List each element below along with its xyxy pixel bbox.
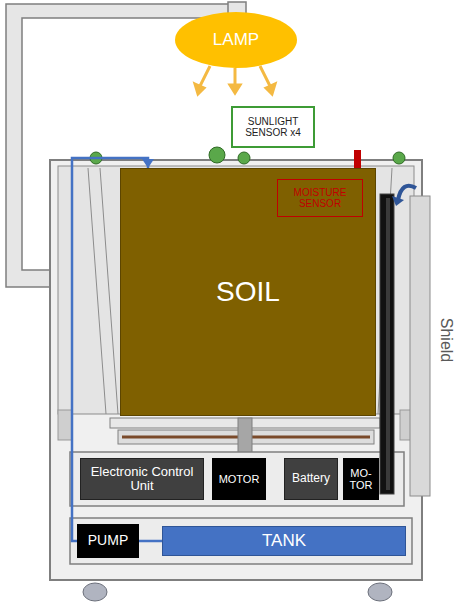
pipe-connector: [139, 541, 162, 542]
lamp-ellipse: LAMP: [175, 12, 297, 68]
node-label: Electronic Control Unit: [84, 465, 200, 494]
sensor-box: MOISTURE SENSOR: [277, 179, 363, 217]
pump-box: PUMP: [77, 524, 139, 558]
node-label: MO- TOR: [347, 467, 375, 491]
battery-box: Battery: [284, 458, 338, 500]
control-unit-box: Electronic Control Unit: [80, 458, 204, 500]
node-label: TANK: [262, 532, 306, 551]
motor-box: MO- TOR: [343, 458, 379, 500]
node-label: SUNLIGHT SENSOR x4: [236, 116, 310, 138]
sensor-box: SUNLIGHT SENSOR x4: [231, 106, 315, 148]
motor-box: MOTOR: [212, 458, 266, 500]
node-label: PUMP: [88, 533, 128, 548]
node-label: MOISTURE SENSOR: [281, 187, 359, 209]
node-label: SOIL: [216, 277, 280, 308]
node-label: Battery: [292, 472, 330, 485]
node-label: MOTOR: [219, 473, 260, 485]
part-label: Shield: [437, 318, 455, 362]
tank-box: TANK: [162, 526, 406, 556]
soil-box: SOIL MOISTURE SENSOR: [120, 168, 376, 416]
node-label: LAMP: [213, 31, 259, 50]
